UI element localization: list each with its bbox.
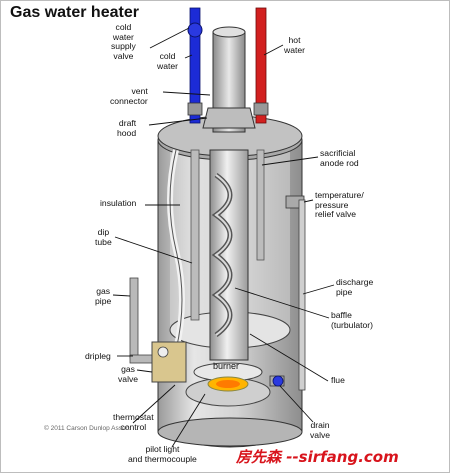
- label-cold-water: cold water: [157, 51, 179, 71]
- copyright-notice: © 2011 Carson Dunlop Assoc.: [44, 425, 131, 432]
- label-thermostat-control: thermostat control: [113, 412, 154, 432]
- label-drain-valve: drain valve: [310, 420, 331, 440]
- label-insulation: insulation: [100, 198, 137, 208]
- relief-valve: [285, 195, 306, 391]
- label-dripleg: dripleg: [85, 351, 111, 361]
- drain-valve: [269, 375, 285, 387]
- label-cold-water-supply-valve: cold water supply valve: [111, 22, 136, 61]
- label-discharge-pipe: discharge pipe: [336, 277, 374, 297]
- watermark: 房先森 --sirfang.com: [236, 448, 399, 466]
- label-hot-water: hot water: [284, 35, 306, 55]
- dip-tube: [190, 149, 200, 321]
- leader-lines: [112, 27, 335, 448]
- vent-connector: [202, 26, 256, 133]
- label-temperature-pressure-relief-valve: temperature/ pressure relief valve: [315, 190, 364, 219]
- flue-pipe: [209, 149, 249, 361]
- label-gas-pipe: gas pipe: [95, 286, 112, 306]
- label-burner: burner: [213, 361, 240, 371]
- label-vent-connector: vent connector: [110, 86, 148, 106]
- anode-rod: [256, 149, 265, 261]
- insulation-strip: [167, 149, 185, 351]
- hot-water-pipe: [253, 7, 269, 124]
- label-flue: flue: [331, 375, 345, 385]
- label-baffle: baffle (turbulator): [331, 310, 374, 330]
- diagram-title: Gas water heater: [10, 4, 139, 21]
- label-sacrificial-anode-rod: sacrificial anode rod: [320, 148, 359, 168]
- burner-assembly: [193, 362, 263, 392]
- cold-water-pipe: [187, 7, 203, 124]
- gas-piping: [129, 277, 187, 383]
- label-draft-hood: draft hood: [117, 118, 137, 138]
- label-pilot-light-thermocouple: pilot light and thermocouple: [128, 444, 197, 464]
- label-gas-valve: gas valve: [118, 364, 139, 384]
- label-dip-tube: dip tube: [95, 227, 112, 247]
